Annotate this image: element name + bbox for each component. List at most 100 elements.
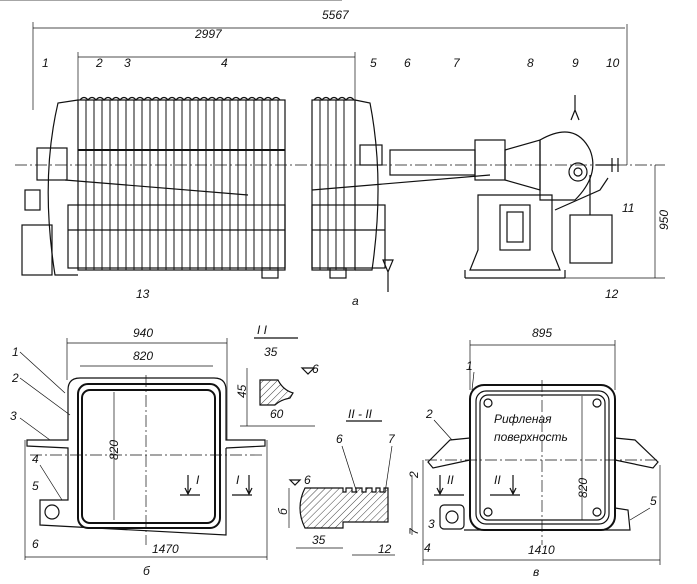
drawing-label: 2 [11,371,19,385]
drawing-stroke [433,419,453,441]
drawing-stroke [288,479,302,486]
drawing-stroke [19,377,71,416]
dim-820-label: 820 [133,349,153,363]
section-i-i: I I 35 6 45 60 [235,323,319,427]
surface-note-2: поверхность [494,430,568,444]
drawing-stroke [261,267,279,279]
drawing-label: 2 [407,471,421,479]
drawing-stroke [483,507,493,517]
drawing-stroke [300,367,316,375]
drawing-stroke [474,139,506,181]
drawing-stroke [311,99,356,271]
valve-9 [570,95,580,121]
dim-820-vertical-label: 820 [107,440,121,460]
drawing-stroke [475,390,610,525]
view-a-label: а [352,294,359,308]
callout-7: 7 [453,56,461,70]
eye-hole [44,504,60,520]
drawing-stroke [427,437,471,469]
drawing-stroke [311,204,386,269]
gear-housing [539,131,594,201]
callout-8: 8 [527,56,534,70]
drawing-stroke [19,417,51,441]
drawing-label: II - II [348,407,373,421]
dim-plates-label: 2997 [194,27,223,41]
drawing-label: б [276,507,290,515]
drawing-stroke [313,96,355,101]
frame-beam [67,204,286,269]
drawing-label: 45 [235,384,249,398]
drawing-label: 35 [312,533,326,547]
section-mark-i-left: I [196,473,200,487]
dim-height-label: 950 [657,210,671,230]
drawing-label: 35 [264,345,278,359]
drawing-stroke [64,179,249,196]
callout-1: 1 [42,56,49,70]
view-b-frame: 940 820 820 1470 б I I 1 2 3 4 5 6 I I 3… [10,323,319,578]
drawing-stroke [67,377,266,449]
drawing-label: 4 [424,541,431,555]
drawing-stroke [184,475,253,496]
drawing-stroke [506,211,524,243]
drawing-label: 6 [32,537,39,551]
dim-820-v-label: 820 [576,478,590,498]
drawing-stroke [568,162,588,182]
drawing-stroke [439,504,465,530]
dim-1470-label: 1470 [152,542,179,556]
dim-940-label: 940 [133,326,153,340]
drawing-stroke [79,96,281,101]
drawing-label: 4 [32,452,39,466]
surface-note: Рифленая [494,412,552,426]
view-b-label: б [143,564,151,578]
drawing-stroke [436,475,517,496]
frame-outer-rim [77,383,221,529]
drawing-stroke [573,167,583,177]
drawing-label: I I [257,323,268,337]
callouts-view-a: 1 2 3 4 5 6 7 8 9 10 11 12 13 [42,56,634,301]
drawing-stroke [471,371,475,391]
screw-rod [389,149,476,176]
drawing-label: 3 [10,409,17,423]
drawing-label: 1 [12,345,19,359]
view-a-general: 5567 2997 [15,8,671,308]
plate-outer [469,384,616,531]
callouts-view-b: 1 2 3 4 5 6 [10,345,71,551]
section-mark-ii-right: II [494,473,501,487]
section-mark-ii-left: II [447,473,454,487]
callout-10: 10 [606,56,620,70]
fixed-head [47,99,79,276]
drawing-stroke [311,174,491,191]
drawing-stroke [39,464,63,501]
frame-window [81,389,216,524]
drawing-label: 7 [407,527,421,535]
drawing-stroke [329,267,347,279]
callout-6: 6 [404,56,411,70]
callout-9: 9 [572,56,579,70]
drawing-stroke [445,510,459,524]
drawing-stroke [464,507,631,531]
ribbed-surface [479,394,606,521]
view-v-label: в [533,565,539,579]
callout-12: 12 [605,287,619,301]
drawing-stroke [341,445,358,494]
section-ii-ii: II - II 6 7 6 б 35 12 2 7 [0,0,421,556]
drawing-label: 5 [32,479,39,493]
drawing-stroke [499,204,531,251]
drawing-label: 3 [428,517,435,531]
drawing-stroke [36,147,68,181]
drawing-label: 6 [312,362,319,376]
plates-pack [77,96,356,271]
callout-5: 5 [370,56,377,70]
drawing-label: 12 [378,542,392,556]
drawing-label: 5 [650,494,657,508]
view-v-plate: 895 Рифленая поверхность 820 1410 в II I… [422,326,661,579]
callout-2: 2 [95,56,103,70]
drawing-stroke [24,189,41,211]
drawing-stroke [592,398,602,408]
section-mark-i-right: I [236,473,240,487]
drawing-label: 6 [336,432,343,446]
drawing-stroke [259,379,294,406]
drawing-stroke [21,224,53,276]
drawing-label: 60 [270,407,284,421]
